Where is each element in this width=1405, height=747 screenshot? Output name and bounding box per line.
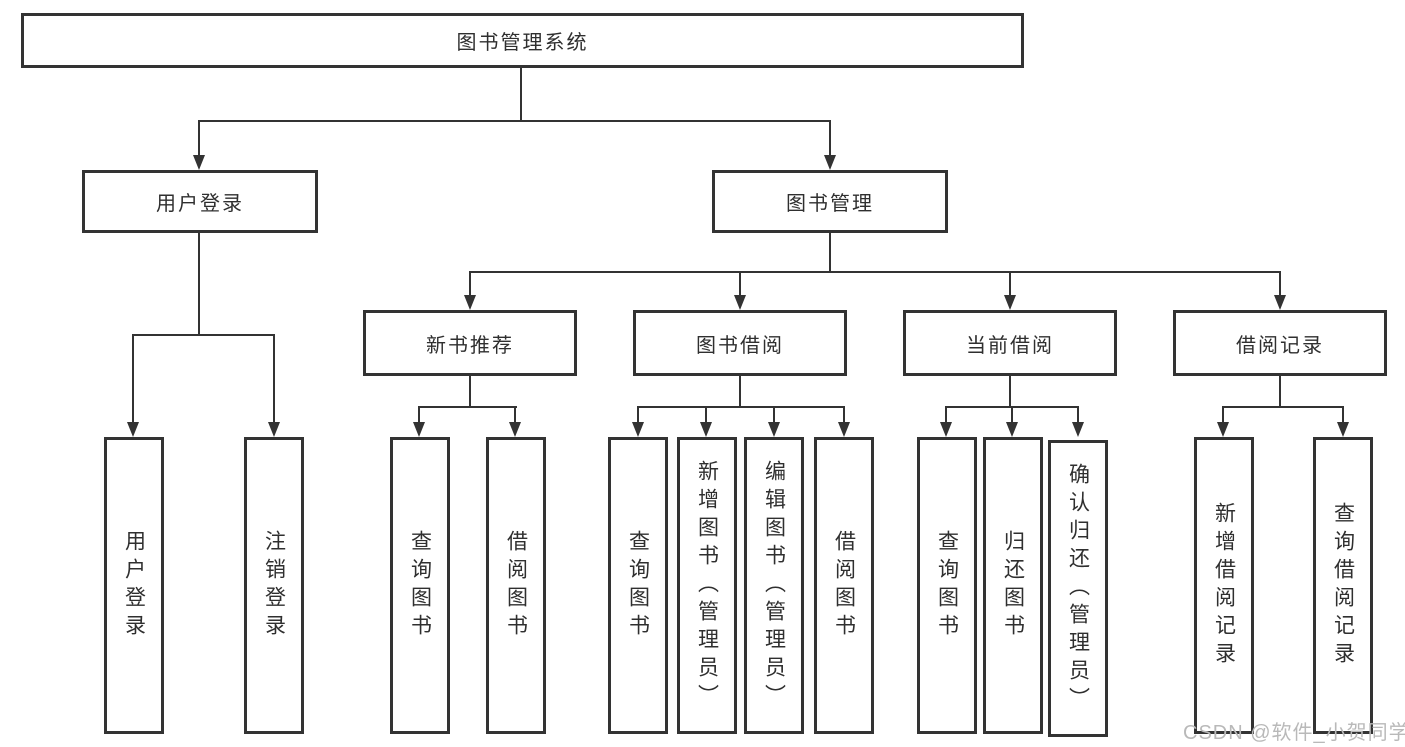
leaf-label: 借阅图书 xyxy=(504,529,528,642)
edge-arrowhead xyxy=(1274,295,1286,310)
edge-vline xyxy=(637,406,639,424)
edge-vline xyxy=(273,334,275,424)
edge-arrowhead xyxy=(1337,422,1349,437)
leaf-query-borrow-record: 查询借阅记录 xyxy=(1313,437,1373,734)
edge-vline xyxy=(945,406,947,424)
edge-arrowhead xyxy=(464,295,476,310)
edge-hline xyxy=(637,406,845,408)
leaf-return-books: 归还图书 xyxy=(983,437,1043,734)
leaf-add-books-admin: 新增图书（管理员） xyxy=(677,437,737,734)
edge-vline xyxy=(1009,271,1011,297)
edge-arrowhead xyxy=(940,422,952,437)
leaf-label: 编辑图书（管理员） xyxy=(762,459,786,712)
node-borrowing-records: 借阅记录 xyxy=(1173,310,1387,376)
leaf-add-borrow-record: 新增借阅记录 xyxy=(1194,437,1254,734)
edge-arrowhead xyxy=(268,422,280,437)
leaf-borrow-books-recommend: 借阅图书 xyxy=(486,437,546,734)
edge-arrowhead xyxy=(1072,422,1084,437)
leaf-query-books-current: 查询图书 xyxy=(917,437,977,734)
edge-arrowhead xyxy=(1217,422,1229,437)
node-current-borrowing: 当前借阅 xyxy=(903,310,1117,376)
edge-vline xyxy=(1342,406,1344,424)
edge-vline xyxy=(198,233,200,336)
node-book-management: 图书管理 xyxy=(712,170,948,233)
leaf-label: 归还图书 xyxy=(1001,529,1025,642)
leaf-label: 新增图书（管理员） xyxy=(695,459,719,712)
leaf-query-books-recommend: 查询图书 xyxy=(390,437,450,734)
edge-vline xyxy=(829,120,831,157)
node-book-management-label: 图书管理 xyxy=(786,193,874,215)
edge-vline xyxy=(829,233,831,273)
node-current-borrowing-label: 当前借阅 xyxy=(966,334,1054,357)
node-root: 图书管理系统 xyxy=(21,13,1024,68)
edge-vline xyxy=(198,120,200,157)
edge-hline xyxy=(469,271,1281,273)
edge-hline xyxy=(418,406,517,408)
leaf-label: 确认归还（管理员） xyxy=(1066,462,1090,715)
edge-vline xyxy=(1222,406,1224,424)
leaf-edit-books-admin: 编辑图书（管理员） xyxy=(744,437,804,734)
leaf-user-login: 用户登录 xyxy=(104,437,164,734)
leaf-label: 查询图书 xyxy=(935,529,959,642)
edge-arrowhead xyxy=(1004,295,1016,310)
leaf-borrow-books: 借阅图书 xyxy=(814,437,874,734)
leaf-confirm-return-admin: 确认归还（管理员） xyxy=(1048,440,1108,737)
edge-arrowhead xyxy=(838,422,850,437)
edge-vline xyxy=(843,406,845,424)
edge-vline xyxy=(1009,376,1011,408)
node-borrowing-records-label: 借阅记录 xyxy=(1236,334,1324,357)
edge-vline xyxy=(773,406,775,424)
node-book-borrowing-label: 图书借阅 xyxy=(696,334,784,357)
edge-vline xyxy=(1011,406,1013,424)
edge-vline xyxy=(418,406,420,424)
edge-hline xyxy=(198,120,831,122)
watermark: CSDN @软件_小贺同学 xyxy=(1183,722,1405,744)
leaf-label: 查询借阅记录 xyxy=(1331,501,1355,670)
edge-hline xyxy=(133,334,275,336)
edge-vline xyxy=(739,376,741,408)
leaf-label: 借阅图书 xyxy=(832,529,856,642)
node-user-login: 用户登录 xyxy=(82,170,318,233)
edge-vline xyxy=(1077,406,1079,424)
edge-arrowhead xyxy=(413,422,425,437)
edge-arrowhead xyxy=(700,422,712,437)
edge-vline xyxy=(1279,376,1281,408)
edge-arrowhead xyxy=(193,155,205,170)
edge-arrowhead xyxy=(734,295,746,310)
leaf-logout: 注销登录 xyxy=(244,437,304,734)
leaf-label: 新增借阅记录 xyxy=(1212,501,1236,670)
edge-vline xyxy=(132,334,134,424)
leaf-query-books-borrowing: 查询图书 xyxy=(608,437,668,734)
edge-vline xyxy=(739,271,741,297)
leaf-label: 注销登录 xyxy=(262,529,286,642)
edge-vline xyxy=(520,68,522,122)
edge-arrowhead xyxy=(509,422,521,437)
node-user-login-label: 用户登录 xyxy=(156,193,244,215)
node-new-book-recommendation-label: 新书推荐 xyxy=(426,334,514,357)
node-new-book-recommendation: 新书推荐 xyxy=(363,310,577,376)
leaf-label: 用户登录 xyxy=(122,529,146,642)
edge-vline xyxy=(705,406,707,424)
edge-arrowhead xyxy=(127,422,139,437)
edge-arrowhead xyxy=(768,422,780,437)
leaf-label: 查询图书 xyxy=(408,529,432,642)
edge-vline xyxy=(469,271,471,297)
edge-vline xyxy=(514,406,516,424)
node-book-borrowing: 图书借阅 xyxy=(633,310,847,376)
leaf-label: 查询图书 xyxy=(626,529,650,642)
edge-vline xyxy=(469,376,471,408)
node-root-label: 图书管理系统 xyxy=(456,32,589,54)
edge-arrowhead xyxy=(1006,422,1018,437)
edge-arrowhead xyxy=(824,155,836,170)
edge-arrowhead xyxy=(632,422,644,437)
edge-hline xyxy=(1222,406,1344,408)
edge-vline xyxy=(1279,271,1281,297)
